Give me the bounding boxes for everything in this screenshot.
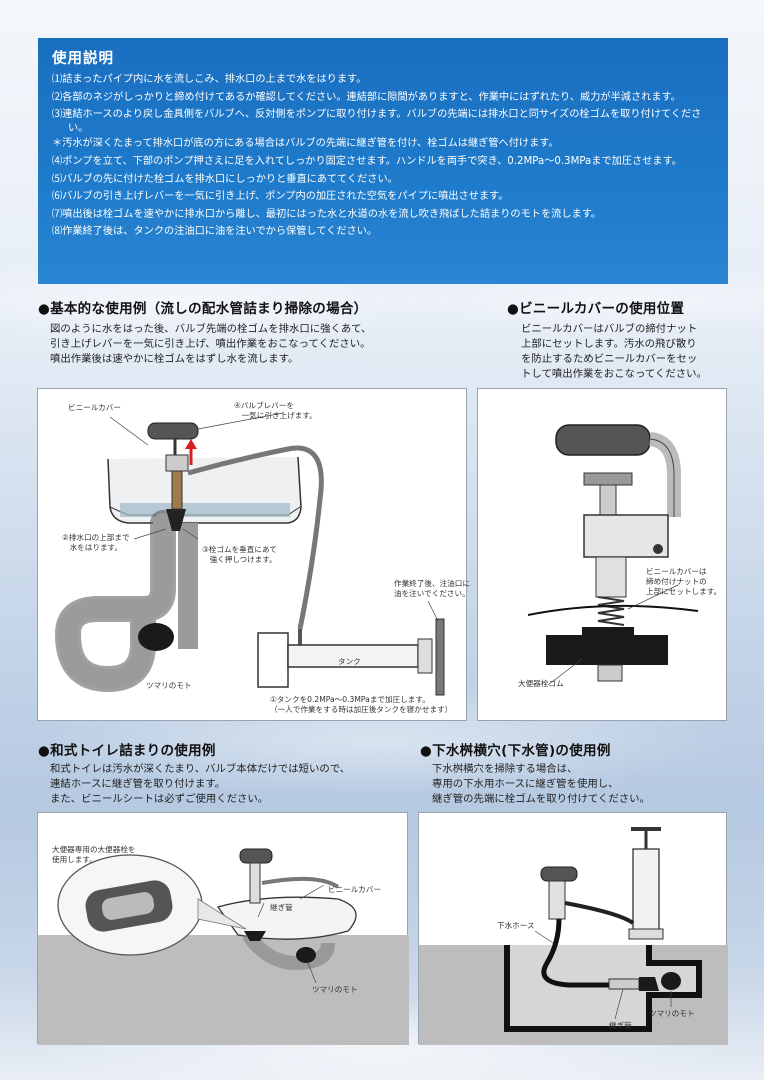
- sink-illustration: [54, 412, 445, 696]
- vinyl-desc-line: を防止するためビニールカバーをセッ: [521, 353, 698, 365]
- valve-lever-label: ④バルブレバーを 一気に引き上げます。: [234, 401, 317, 420]
- vinyl-cover-label: ビニールカバー: [68, 403, 121, 412]
- pressure-note-label: ①タンクを0.2MPa～0.3MPaまで加圧します。 （一人で作業をする時は加圧…: [270, 695, 453, 714]
- instruction-note: ＊汚水が深くたまって排水口が底の方にある場合はバルブの先端に継ぎ管を付け、栓ゴム…: [52, 138, 559, 150]
- basic-desc-line: 図のように水をはった後、バルブ先端の栓ゴムを排水口に強くあて、: [50, 323, 372, 335]
- toilet-illustration: [38, 848, 409, 1045]
- clog-label: ツマリのモト: [146, 681, 192, 690]
- basic-usage-desc: 図のように水をはった後、バルブ先端の栓ゴムを排水口に強くあて、 引き上げレバーを…: [50, 322, 371, 367]
- vinyl-desc-line: トして噴出作業をおこなってください。: [521, 368, 707, 380]
- plug-rubber-label: ③栓ゴムを垂直にあて 強く押しつけます。: [202, 545, 277, 564]
- toilet-vinyl-cover-label: ビニールカバー: [328, 885, 381, 894]
- valve-illustration: [527, 424, 699, 686]
- special-plug-label: 大便器専用の大便器栓を 使用します。: [52, 845, 136, 864]
- instruction-step-7: ⑺噴出後は栓ゴムを速やかに排水口から離し、最初にはった水と水道の水を流し吹き飛ば…: [52, 208, 602, 220]
- instruction-step-8: ⑻作業終了後は、タンクの注油口に油を注いでから保管してください。: [52, 226, 378, 238]
- toilet-plug-label: 大便器栓ゴム: [518, 679, 564, 688]
- basic-desc-line: 噴出作業後は速やかに栓ゴムをはずし水を流します。: [50, 353, 299, 365]
- toilet-diagram: 大便器専用の大便器栓を 使用します。 ビニールカバー 継ぎ管 ツマリのモト: [37, 812, 409, 1045]
- cover-position-label: ビニールカバーは 締め付けナットの 上部にセットします。: [646, 567, 722, 596]
- tank-label: タンク: [338, 657, 361, 666]
- sewer-usage-title: ●下水桝横穴(下水管)の使用例: [420, 743, 611, 759]
- instruction-step-2: ⑵各部のネジがしっかりと締め付けてあるか確認してください。連結部に隙間があります…: [52, 91, 681, 103]
- sewer-desc-line: 専用の下水用ホースに継ぎ管を使用し、: [432, 778, 619, 790]
- instruction-step-4: ⑷ポンプを立て、下部のポンプ押さえに足を入れてしっかり固定させます。ハンドルを両…: [52, 155, 682, 167]
- sewer-desc-line: 下水桝横穴を掃除する場合は、: [432, 763, 578, 775]
- toilet-clog-label: ツマリのモト: [312, 985, 358, 994]
- vinyl-cover-title: ●ビニールカバーの使用位置: [507, 301, 685, 317]
- sewer-hose-label: 下水ホース: [497, 921, 535, 930]
- instruction-step-6: ⑹バルブの引き上げレバーを一気に引き上げ、ポンプ内の加圧された空気をパイプに噴出…: [52, 191, 509, 203]
- toilet-desc-line: また、ビニールシートは必ずご使用ください。: [50, 793, 269, 805]
- vinyl-cover-desc: ビニールカバーはバルブの締付ナット 上部にセットします。汚水の飛び散り を防止す…: [521, 322, 707, 382]
- instruction-step-3: ⑶連結ホースのより戻し金具側をバルブへ、反対側をポンプに取り付けます。バルブの先…: [52, 109, 702, 134]
- oil-note-label: 作業終了後、注油口に 油を注いでください。: [394, 579, 470, 598]
- sink-diagram: ビニールカバー ④バルブレバーを 一気に引き上げます。 ②排水口の上部まで 水を…: [37, 388, 470, 721]
- sewer-illustration: [419, 827, 728, 1045]
- toilet-usage-desc: 和式トイレは汚水が深くたまり、バルブ本体だけでは短いので、 連結ホースに継ぎ管を…: [50, 762, 350, 807]
- instruction-step-5: ⑸バルブの先に付けた栓ゴムを排水口にしっかりと垂直にあててください。: [52, 173, 398, 185]
- sewer-usage-desc: 下水桝横穴を掃除する場合は、 専用の下水用ホースに継ぎ管を使用し、 継ぎ管の先端…: [432, 762, 650, 807]
- instruction-step-1: ⑴詰まったパイプ内に水を流しこみ、排水口の上まで水をはります。: [52, 74, 367, 85]
- sewer-diagram: 下水ホース 継ぎ管 ツマリのモト: [418, 812, 728, 1045]
- vinyl-desc-line: ビニールカバーはバルブの締付ナット: [521, 323, 698, 335]
- toilet-desc-line: 連結ホースに継ぎ管を取り付けます。: [50, 778, 226, 790]
- basic-desc-line: 引き上げレバーを一気に引き上げ、噴出作業をおこなってください。: [50, 338, 371, 350]
- vinyl-cover-diagram: ビニールカバーは 締め付けナットの 上部にセットします。 大便器栓ゴム: [477, 388, 727, 721]
- sewer-clog-label: ツマリのモト: [649, 1009, 695, 1018]
- toilet-usage-title: ●和式トイレ詰まりの使用例: [38, 743, 216, 759]
- toilet-desc-line: 和式トイレは汚水が深くたまり、バルブ本体だけでは短いので、: [50, 763, 351, 775]
- basic-usage-title: ●基本的な使用例（流しの配水管詰まり掃除の場合）: [38, 301, 368, 317]
- toilet-joint-pipe-label: 継ぎ管: [270, 903, 293, 912]
- sewer-joint-pipe-label: 継ぎ管: [609, 1021, 632, 1030]
- instructions-title: 使用説明: [52, 51, 114, 67]
- sewer-desc-line: 継ぎ管の先端に栓ゴムを取り付けてください。: [432, 793, 650, 805]
- drain-water-label: ②排水口の上部まで 水をはります。: [62, 533, 130, 552]
- instructions-box: 使用説明 ⑴詰まったパイプ内に水を流しこみ、排水口の上まで水をはります。 ⑵各部…: [38, 38, 728, 284]
- vinyl-desc-line: 上部にセットします。汚水の飛び散り: [521, 338, 697, 350]
